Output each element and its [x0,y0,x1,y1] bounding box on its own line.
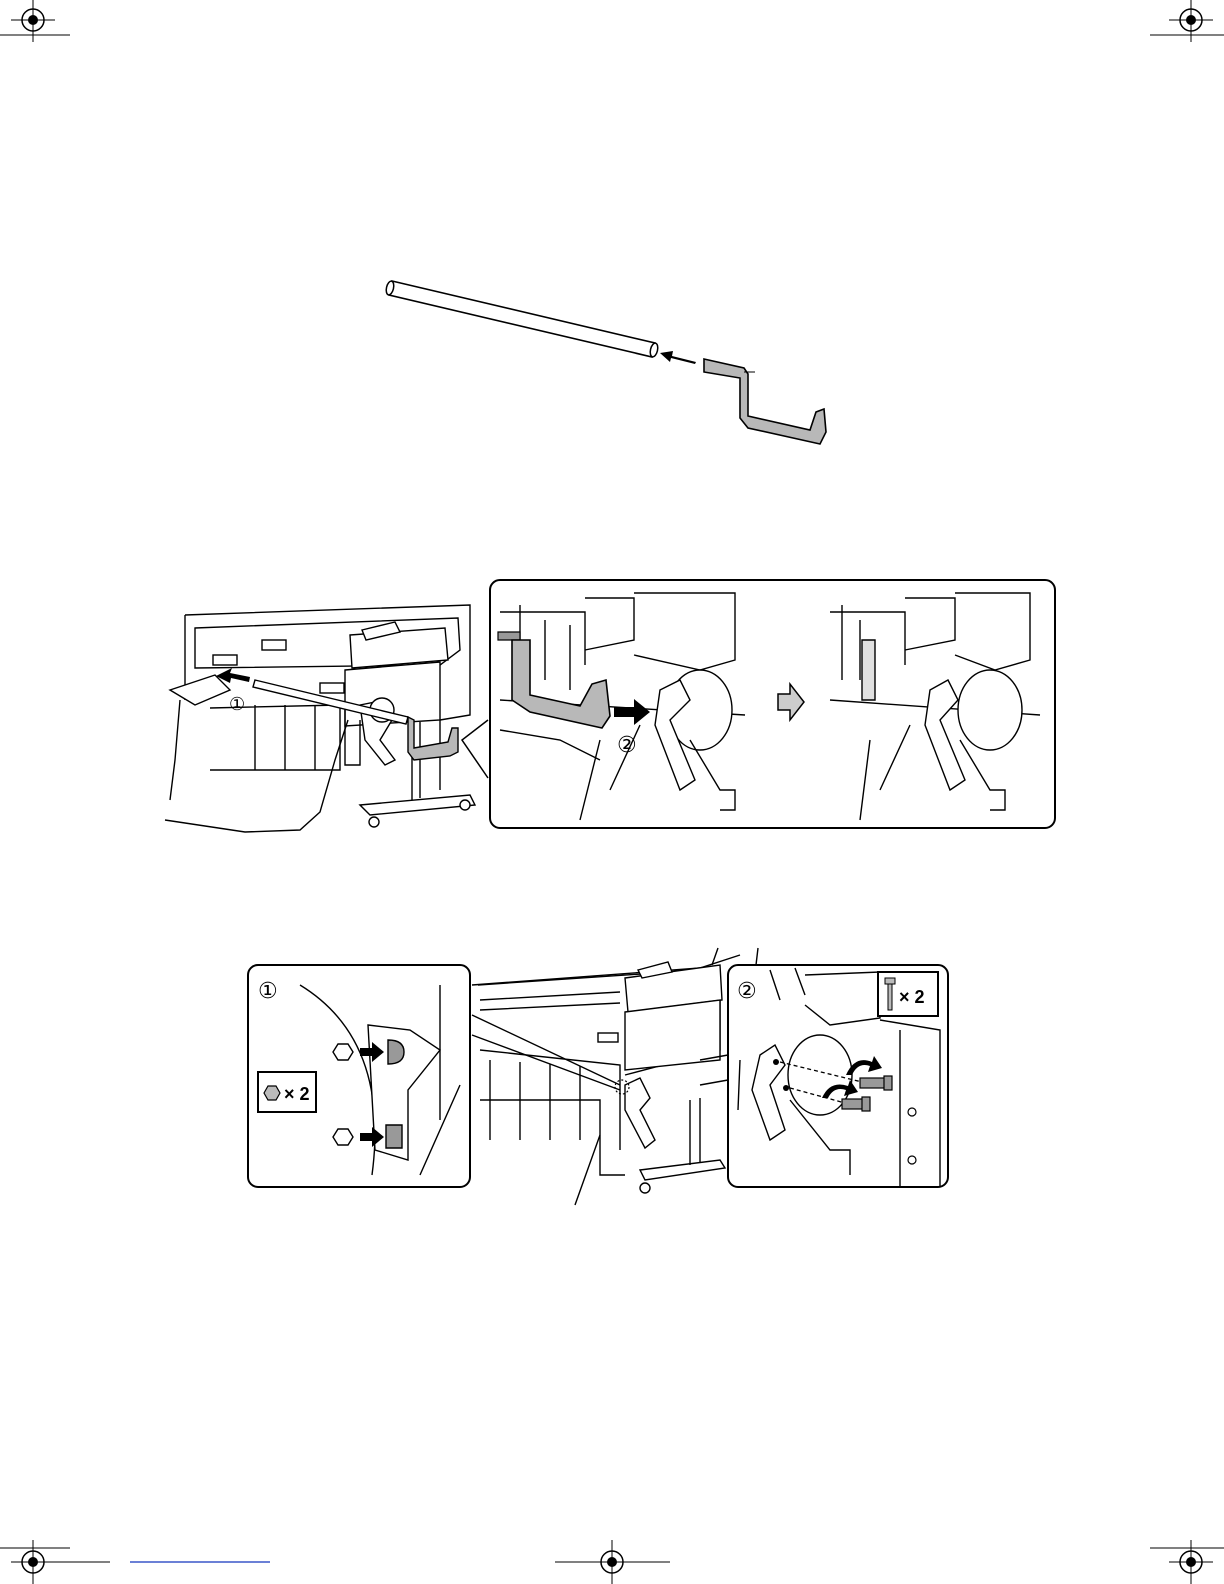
registration-mark-icon [11,0,55,42]
figure-rod-install: ① ② [165,580,1055,832]
hook-bar [704,359,826,444]
step-2-marker: ② [737,979,757,1004]
nut-quantity-label: × 2 [284,1084,310,1104]
hex-nut-icon [333,1129,353,1145]
figure-rod-assembly [385,280,826,444]
hex-nut-icon [333,1044,353,1060]
printer-overview-2 [472,948,758,1205]
bolt-icon [842,1097,870,1111]
bolt-quantity-label: × 2 [899,987,925,1007]
bolt-icon [860,1076,892,1090]
step-1-marker: ① [258,979,278,1004]
registration-mark-icon [1169,0,1213,42]
hex-nut-icon [264,1086,280,1100]
step-1-marker: ① [229,694,245,715]
registration-mark-icon [590,1540,634,1584]
registration-mark-icon [1169,1540,1213,1584]
insert-arrow [660,351,696,364]
zoom-callout-rod: ② [462,580,1055,828]
detail-panel-bolts: ② [728,965,948,1187]
long-rod [385,280,659,357]
registration-mark-icon [11,1540,55,1584]
printer-overview [165,605,475,832]
figure-fasten-support: ① × 2 [248,948,948,1205]
detail-panel-nuts: ① × 2 [248,965,470,1187]
step-2-marker: ② [617,733,637,758]
